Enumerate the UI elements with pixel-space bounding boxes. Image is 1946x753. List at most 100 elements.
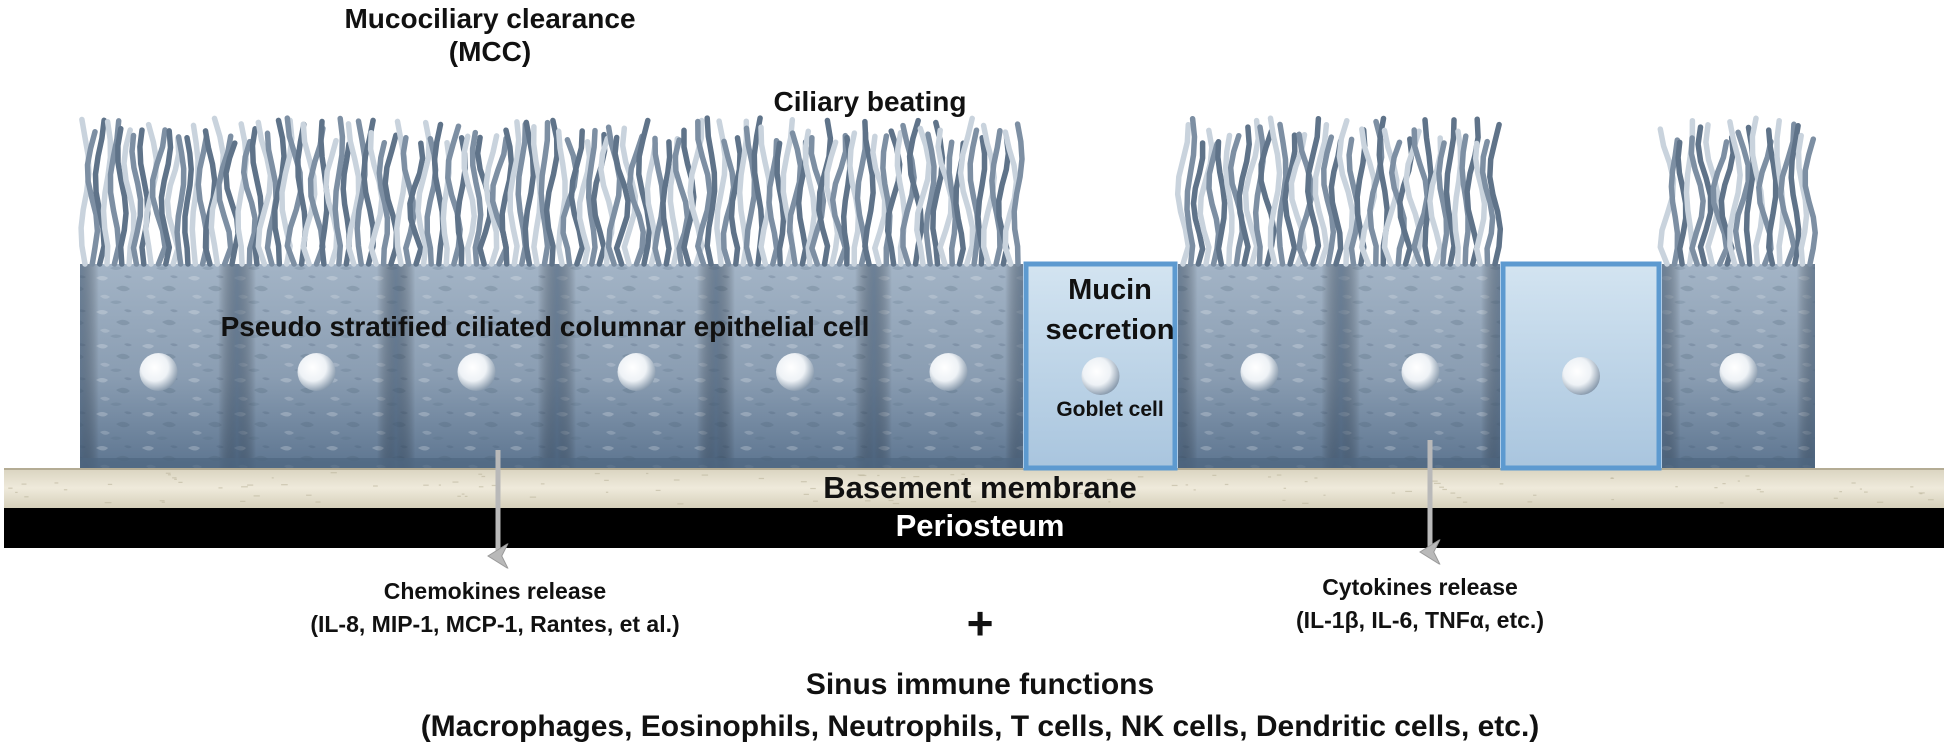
cilium xyxy=(345,121,362,267)
membrane-texture xyxy=(1833,497,1838,499)
cilium xyxy=(174,134,187,267)
membrane-texture xyxy=(281,484,288,486)
cilium xyxy=(1174,121,1192,267)
cilium xyxy=(1011,121,1025,267)
basement-membrane-label: Basement membrane xyxy=(823,470,1137,505)
membrane-texture xyxy=(271,477,274,479)
ciliated-cell xyxy=(394,117,560,468)
cilium xyxy=(1328,138,1344,267)
mcc-title-line1: Mucociliary clearance xyxy=(344,3,636,34)
membrane-texture xyxy=(1859,488,1863,490)
cilium xyxy=(681,127,697,267)
cilium xyxy=(1215,139,1228,267)
membrane-texture xyxy=(1283,487,1287,489)
cilium xyxy=(1336,117,1356,267)
cilium xyxy=(415,119,432,267)
cilium xyxy=(483,133,500,267)
cilium xyxy=(923,131,937,267)
membrane-texture xyxy=(529,496,537,498)
cilium xyxy=(431,121,446,267)
cell-base xyxy=(716,458,874,468)
membrane-texture xyxy=(240,500,246,502)
cilium xyxy=(1710,139,1730,267)
nucleus xyxy=(617,353,656,391)
cilium xyxy=(543,117,560,267)
membrane-texture xyxy=(950,474,955,476)
cytokines-line1: Cytokines release xyxy=(1322,574,1518,600)
ciliated-cell xyxy=(78,115,241,468)
chemokines-line2: (IL-8, MIP-1, MCP-1, Rantes, et al.) xyxy=(310,611,680,637)
cilium xyxy=(149,127,168,267)
membrane-texture xyxy=(758,477,765,480)
membrane-texture xyxy=(1759,491,1764,493)
membrane-texture xyxy=(892,502,900,505)
cilium xyxy=(1668,137,1681,267)
cilium xyxy=(1403,128,1423,267)
nucleus xyxy=(1081,357,1120,395)
membrane-texture xyxy=(800,481,807,483)
membrane-texture xyxy=(1433,482,1441,485)
membrane-texture xyxy=(306,494,312,496)
membrane-texture xyxy=(877,486,882,488)
membrane-texture xyxy=(159,500,165,502)
goblet-cell xyxy=(1500,261,1662,471)
mucin-secretion-label: Mucin secretion xyxy=(1020,270,1200,350)
membrane-texture xyxy=(673,479,680,481)
nucleus xyxy=(1719,353,1758,391)
mucin-secretion-line1: Mucin xyxy=(1068,274,1152,306)
membrane-texture xyxy=(1224,483,1229,486)
membrane-texture xyxy=(803,493,809,495)
cytokines-label: Cytokines release (IL-1β, IL-6, TNFα, et… xyxy=(1220,571,1620,637)
membrane-texture xyxy=(1722,483,1726,485)
cilium xyxy=(223,140,241,267)
cilium xyxy=(376,139,391,267)
membrane-texture xyxy=(178,481,183,483)
membrane-texture xyxy=(655,489,661,492)
cilium xyxy=(115,125,129,267)
ciliated-cell xyxy=(1174,115,1344,468)
membrane-texture xyxy=(701,474,709,476)
nucleus xyxy=(1401,353,1440,391)
cilium xyxy=(1236,124,1252,267)
goblet-cell xyxy=(1023,261,1178,471)
cilium xyxy=(612,134,631,267)
membrane-texture xyxy=(161,501,165,503)
cilium xyxy=(555,128,568,267)
cilium xyxy=(1479,138,1496,267)
membrane-texture xyxy=(961,473,965,475)
membrane-texture xyxy=(330,472,337,474)
membrane-texture xyxy=(315,501,321,503)
cilium xyxy=(774,140,787,267)
cilium xyxy=(78,116,92,267)
membrane-texture xyxy=(1611,498,1615,501)
cilium xyxy=(137,127,151,267)
cilium xyxy=(1788,122,1802,267)
ciliated-cell xyxy=(1336,115,1504,468)
ciliated-cell xyxy=(714,115,876,468)
cilium xyxy=(576,138,593,267)
nucleus xyxy=(1562,357,1600,395)
cilium xyxy=(626,133,646,267)
membrane-texture xyxy=(1910,486,1914,488)
release-arrows xyxy=(498,440,1430,556)
membrane-texture xyxy=(1304,480,1308,483)
cilium xyxy=(802,128,818,267)
membrane-texture xyxy=(604,479,609,481)
membrane-texture xyxy=(1276,474,1282,476)
cilium xyxy=(585,127,598,267)
cilium xyxy=(272,117,287,267)
cilium xyxy=(1436,140,1450,267)
cilium xyxy=(1695,124,1714,267)
cilium xyxy=(354,118,368,267)
cilium xyxy=(1777,121,1797,267)
cilium xyxy=(1242,117,1262,267)
membrane-texture xyxy=(957,479,963,481)
membrane-texture xyxy=(253,495,260,497)
cilium xyxy=(1765,127,1779,267)
membrane-texture xyxy=(1527,501,1533,503)
cell-base xyxy=(874,458,1023,468)
membrane-texture xyxy=(1212,474,1217,476)
membrane-texture xyxy=(1405,490,1413,493)
membrane-texture xyxy=(970,501,977,503)
membrane-texture xyxy=(1171,484,1178,487)
